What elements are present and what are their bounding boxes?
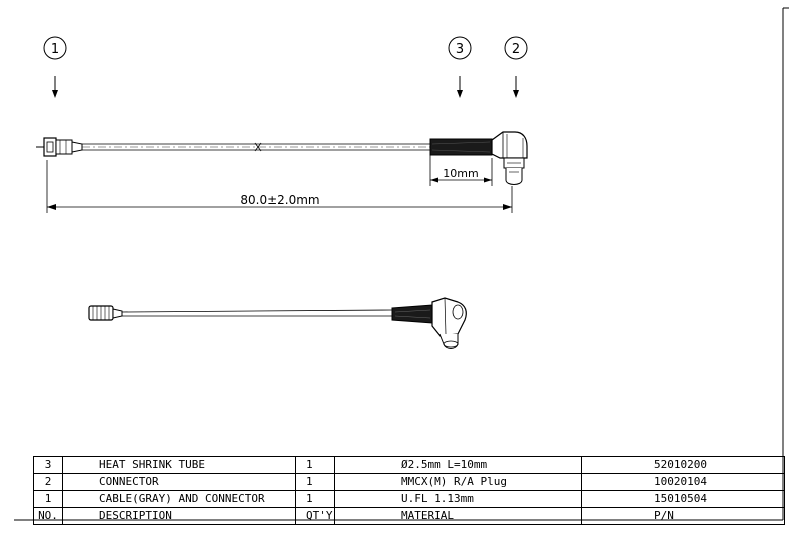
bom-description-cell: CONNECTOR xyxy=(62,473,296,491)
callout-item-2: 2 xyxy=(504,36,528,98)
bom-header-pn: P/N xyxy=(581,507,785,525)
bom-material-cell: MMCX(M) R/A Plug xyxy=(334,473,582,491)
callout-item-1: 1 xyxy=(43,36,67,98)
bom-header-description: DESCRIPTION xyxy=(62,507,296,525)
cable-perspective-view xyxy=(121,309,393,317)
callout-item-3-label: 3 xyxy=(456,42,464,57)
bom-qty-cell: 1 xyxy=(295,456,335,474)
bom-material-cell: U.FL 1.13mm xyxy=(334,490,582,508)
mmcx-plug-perspective-view xyxy=(431,297,467,349)
table-row: 2 CONNECTOR 1 MMCX(M) R/A Plug 10020104 xyxy=(33,473,785,491)
callout-item-1-label: 1 xyxy=(51,42,59,57)
callout-item-2-label: 2 xyxy=(512,42,520,57)
callout-item-3: 3 xyxy=(448,36,472,98)
dimension-overall-label: 80.0±2.0mm xyxy=(240,193,319,207)
bom-pn-cell: 15010504 xyxy=(581,490,785,508)
mmcx-plug-top-view xyxy=(491,131,528,185)
table-row: 1 CABLE(GRAY) AND CONNECTOR 1 U.FL 1.13m… xyxy=(33,490,785,508)
bom-material-cell: Ø2.5mm L=10mm xyxy=(334,456,582,474)
bom-description-cell: CABLE(GRAY) AND CONNECTOR xyxy=(62,490,296,508)
bom-description-cell: HEAT SHRINK TUBE xyxy=(62,456,296,474)
bom-no-cell: 3 xyxy=(33,456,63,474)
dimension-10mm-label: 10mm xyxy=(443,167,478,180)
heat-shrink-tube-perspective-view xyxy=(391,304,433,324)
bom-pn-cell: 10020104 xyxy=(581,473,785,491)
table-header-row: NO. DESCRIPTION QT'Y MATERIAL P/N xyxy=(33,507,785,525)
bom-header-no: NO. xyxy=(33,507,63,525)
dimension-10mm: 10mm xyxy=(429,155,493,186)
bom-no-cell: 2 xyxy=(33,473,63,491)
ufl-connector-perspective-view xyxy=(88,305,123,321)
bill-of-materials-table: 3 HEAT SHRINK TUBE 1 Ø2.5mm L=10mm 52010… xyxy=(33,456,785,525)
bom-no-cell: 1 xyxy=(33,490,63,508)
bom-header-qty: QT'Y xyxy=(295,507,335,525)
heat-shrink-tube-top-view xyxy=(429,138,493,156)
bom-pn-cell: 52010200 xyxy=(581,456,785,474)
bom-qty-cell: 1 xyxy=(295,490,335,508)
table-row: 3 HEAT SHRINK TUBE 1 Ø2.5mm L=10mm 52010… xyxy=(33,456,785,474)
cable-top-view xyxy=(82,142,430,152)
bom-qty-cell: 1 xyxy=(295,473,335,491)
dimension-overall: 80.0±2.0mm xyxy=(46,160,513,213)
bom-header-material: MATERIAL xyxy=(334,507,582,525)
ufl-connector-top-view xyxy=(36,137,83,157)
